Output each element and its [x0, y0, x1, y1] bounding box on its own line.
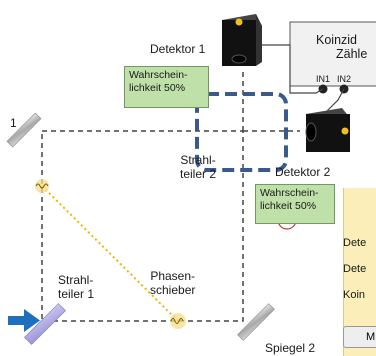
beam-splitter-1-icon: [24, 303, 66, 345]
counter-title: Koinzid: [316, 33, 357, 47]
counter-subtitle: Zähle: [336, 47, 368, 61]
beam-splitter-2-highlight: [195, 92, 288, 172]
detector-2-icon: [305, 108, 350, 152]
counter-in1-label: IN1: [316, 74, 331, 84]
photon-trajectory: [41, 185, 179, 322]
cable-detector1: [262, 44, 324, 94]
photon-wave-icon: [35, 179, 186, 329]
panel-button[interactable]: M: [343, 326, 376, 348]
panel-button-label: M: [366, 331, 376, 343]
beam-path: [41, 130, 244, 322]
input-arrow-icon: [8, 309, 40, 332]
panel-row-coincidence: Koin: [343, 289, 366, 301]
beam-splitter-2-label: Strahl- teiler 2: [180, 153, 217, 181]
probability-box-detector-1: Wahrschein- lichkeit 50%: [124, 66, 209, 108]
mirror-1-label: 1: [10, 116, 17, 130]
coincidence-counter-box: [289, 21, 376, 87]
phase-shifter-label: Phasen- schieber: [150, 269, 196, 297]
panel-row-detector-2: Dete: [343, 263, 367, 275]
counter-in2-label: IN2: [337, 74, 352, 84]
detector-1-icon: [222, 14, 262, 66]
mirror-1-icon: [6, 112, 42, 148]
detector-1-label: Detektor 1: [150, 42, 206, 56]
mirror-2-icon: [237, 303, 275, 341]
panel-row-detector-1: Dete: [343, 237, 367, 249]
beam-splitter-1-label: Strahl- teiler 1: [58, 273, 95, 301]
probability-box-detector-2: Wahrschein- lichkeit 50%: [255, 184, 335, 224]
mirror-2-label: Spiegel 2: [265, 341, 316, 355]
detector-2-label: Detektor 2: [275, 165, 331, 179]
